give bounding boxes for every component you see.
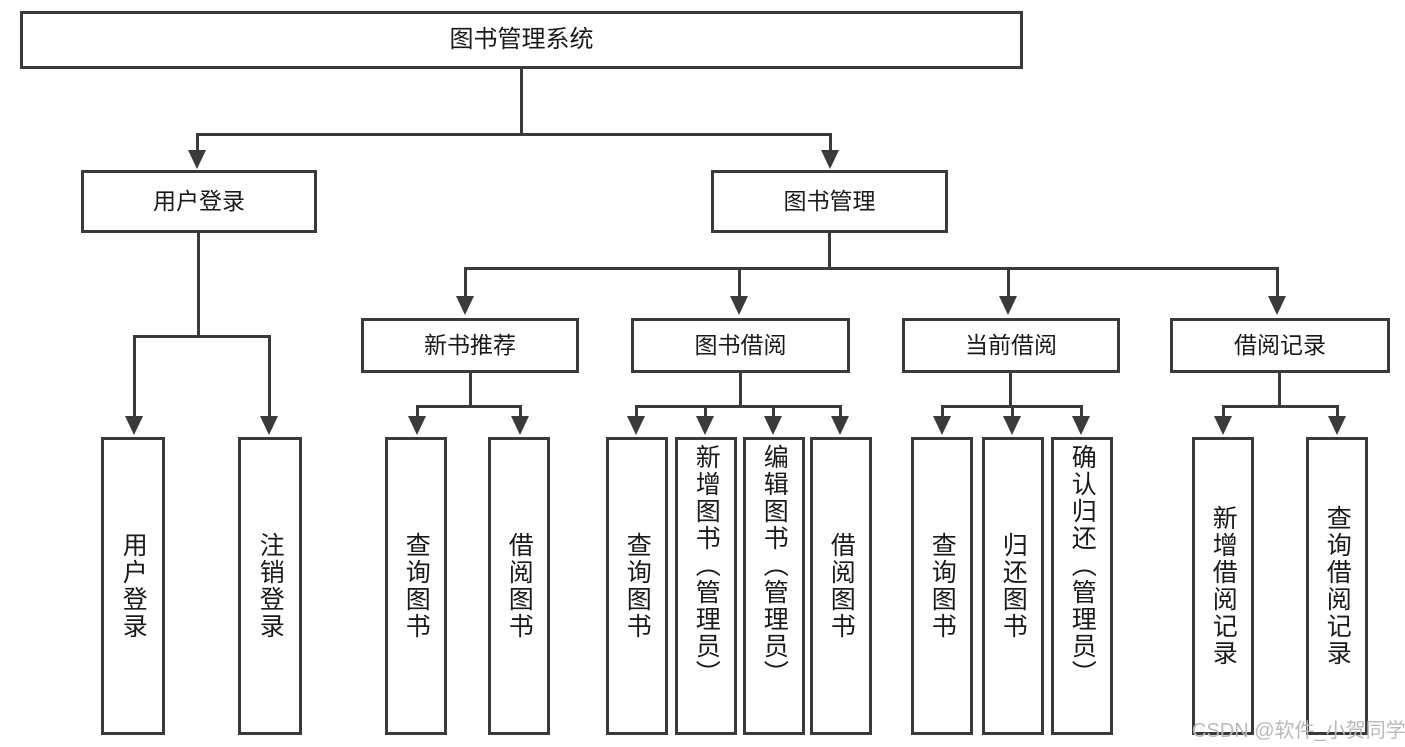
arrowhead-leaf-borrow-book-1: [511, 416, 529, 435]
connector-bookborrow-child-4: [839, 405, 842, 419]
connector-bookborrow-bus: [635, 405, 842, 408]
leaf-newbook-borrow-book[interactable]: 借阅图书: [488, 437, 550, 735]
arrowhead-leaf-edit-book: [764, 416, 782, 435]
node-label: 图书管理: [783, 188, 876, 215]
leaf-user-login[interactable]: 用户登录: [101, 437, 165, 735]
arrowhead-leaf-confirm-return: [1072, 416, 1090, 435]
arrowhead-user-login: [188, 150, 206, 169]
node-label: 用户登录: [119, 532, 148, 640]
node-book-borrow[interactable]: 图书借阅: [631, 318, 850, 373]
arrowhead-leaf-query-book-2: [627, 416, 645, 435]
connector-currentborrow-stem: [1009, 373, 1012, 407]
connector-borrowrecord-child-1: [1222, 405, 1225, 419]
connector-bookborrow-child-2: [704, 405, 707, 419]
node-new-book-recommend[interactable]: 新书推荐: [361, 318, 579, 373]
connector-user-login-child-2: [268, 335, 271, 419]
node-label: 查询图书: [928, 532, 957, 640]
node-root-system[interactable]: 图书管理系统: [20, 11, 1023, 69]
connector-newbook-child-2: [519, 405, 522, 419]
node-label: 新增借阅记录: [1209, 505, 1238, 667]
connector-root-to-book-manage: [829, 133, 832, 156]
arrowhead-book-borrow: [730, 296, 748, 315]
connector-bookborrow-stem: [739, 373, 742, 407]
leaf-currentborrow-return-book[interactable]: 归还图书: [982, 437, 1044, 735]
node-label: 借阅图书: [505, 532, 534, 640]
connector-bm-child-1: [464, 267, 467, 299]
connector-bookborrow-child-1: [635, 405, 638, 419]
node-label: 用户登录: [153, 188, 245, 215]
leaf-currentborrow-query-book[interactable]: 查询图书: [911, 437, 973, 735]
leaf-borrowrecord-query-record[interactable]: 查询借阅记录: [1306, 437, 1368, 735]
node-label: 图书借阅: [694, 332, 787, 359]
connector-currentborrow-child-3: [1080, 405, 1083, 419]
leaf-bookborrow-query-book[interactable]: 查询图书: [606, 437, 668, 735]
connector-root-to-user-login: [196, 133, 199, 156]
leaf-logout[interactable]: 注销登录: [238, 437, 302, 735]
connector-book-manage-stem: [828, 233, 831, 269]
arrowhead-current-borrow: [999, 296, 1017, 315]
connector-user-login-child-1: [133, 335, 136, 419]
leaf-bookborrow-edit-book[interactable]: 编辑图书（管理员）: [743, 437, 805, 735]
connector-user-login-stem: [197, 233, 200, 337]
arrowhead-leaf-logout: [260, 416, 278, 435]
leaf-bookborrow-add-book[interactable]: 新增图书（管理员）: [675, 437, 737, 735]
node-label: 借阅记录: [1234, 332, 1326, 359]
arrowhead-leaf-add-book: [696, 416, 714, 435]
node-label: 编辑图书（管理员）: [760, 444, 789, 687]
node-label: 查询图书: [623, 532, 652, 640]
node-current-borrow[interactable]: 当前借阅: [902, 318, 1120, 373]
connector-book-manage-bus: [464, 267, 1279, 270]
leaf-bookborrow-borrow-book[interactable]: 借阅图书: [810, 437, 872, 735]
connector-borrowrecord-bus: [1222, 405, 1339, 408]
connector-currentborrow-child-2: [1011, 405, 1014, 419]
node-label: 新增图书（管理员）: [692, 444, 721, 687]
node-user-login[interactable]: 用户登录: [81, 170, 317, 233]
connector-bm-child-2: [738, 267, 741, 299]
arrowhead-leaf-borrow-book-2: [831, 416, 849, 435]
connector-root-stem: [520, 69, 523, 133]
connector-bookborrow-child-3: [772, 405, 775, 419]
arrowhead-book-manage: [821, 150, 839, 169]
arrowhead-borrow-record: [1268, 296, 1286, 315]
arrowhead-leaf-add-record: [1214, 416, 1232, 435]
arrowhead-leaf-return-book: [1003, 416, 1021, 435]
connector-newbook-child-1: [416, 405, 419, 419]
connector-root-bus: [196, 133, 832, 136]
connector-borrowrecord-stem: [1278, 373, 1281, 407]
connector-newbook-stem: [469, 373, 472, 407]
connector-bm-child-4: [1276, 267, 1279, 299]
connector-borrowrecord-child-2: [1336, 405, 1339, 419]
connector-user-login-bus: [133, 335, 270, 338]
connector-currentborrow-child-1: [941, 405, 944, 419]
arrowhead-new-book: [456, 296, 474, 315]
connector-bm-child-3: [1007, 267, 1010, 299]
arrowhead-leaf-query-book-1: [408, 416, 426, 435]
arrowhead-leaf-user-login: [125, 416, 143, 435]
node-label: 查询图书: [402, 532, 431, 640]
node-label: 确认归还（管理员）: [1068, 444, 1097, 687]
leaf-currentborrow-confirm-return[interactable]: 确认归还（管理员）: [1051, 437, 1113, 735]
node-label: 注销登录: [256, 532, 285, 640]
node-label: 当前借阅: [965, 332, 1057, 359]
leaf-borrowrecord-add-record[interactable]: 新增借阅记录: [1192, 437, 1254, 735]
leaf-newbook-query-book[interactable]: 查询图书: [385, 437, 447, 735]
node-label: 查询借阅记录: [1323, 505, 1352, 667]
arrowhead-leaf-query-book-3: [933, 416, 951, 435]
node-borrow-record[interactable]: 借阅记录: [1170, 318, 1390, 373]
node-book-management[interactable]: 图书管理: [711, 170, 948, 233]
node-label: 新书推荐: [424, 332, 516, 359]
connector-newbook-bus: [416, 405, 522, 408]
node-label: 借阅图书: [827, 532, 856, 640]
node-label: 归还图书: [999, 532, 1028, 640]
arrowhead-leaf-query-record: [1328, 416, 1346, 435]
node-label: 图书管理系统: [449, 26, 594, 54]
